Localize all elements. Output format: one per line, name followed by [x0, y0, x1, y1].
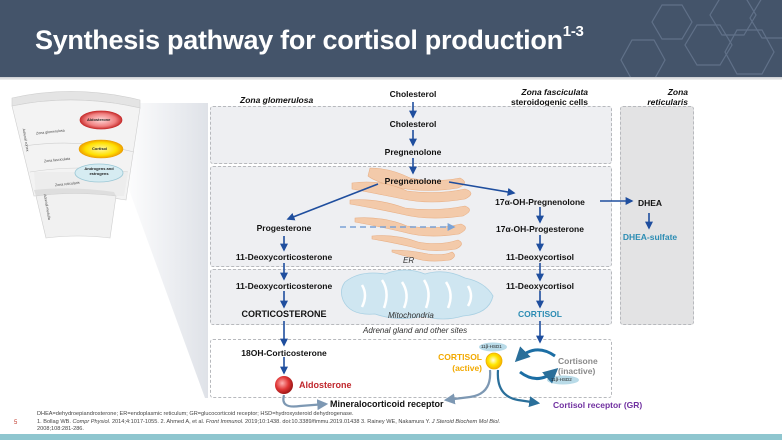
hexagon-pattern-decoration — [620, 0, 782, 77]
deoxycortisol-mito-label: 11-Deoxycortisol — [505, 281, 575, 291]
slide-title: Synthesis pathway for cortisol productio… — [35, 23, 584, 55]
hsd2-label: 11β-HSD2 — [551, 377, 572, 382]
column-header-fasciculata-line2: steroidogenic cells — [511, 97, 588, 107]
references-footnote-line1: 1. Bollag WB. Compr Physiol. 2014;4:1017… — [37, 419, 501, 425]
dhea-sulfate-label: DHEA-sulfate — [622, 232, 678, 242]
aldosterone-label: Aldosterone — [299, 380, 352, 390]
hsd1-label: 11β-HSD1 — [481, 344, 502, 349]
pregnenolone-label-1: Pregnenolone — [384, 147, 442, 157]
gland-aldosterone-label: Aldosterone — [87, 117, 111, 122]
dhea-label: DHEA — [637, 198, 663, 208]
cortisol-molecule-icon — [485, 352, 503, 370]
cortisol-receptor-label: Cortisol receptor (GR) — [553, 400, 643, 410]
mitochondria-label: Mitochondria — [388, 311, 434, 320]
cortisol-active-label-2: (active) — [452, 363, 482, 373]
cortisol-active-label-1: CORTISOL — [438, 352, 482, 362]
abbreviations-footnote: DHEA=dehydroepiandrosterone; ER=endoplas… — [37, 411, 354, 417]
aldosterone-to-mr-arrow — [282, 394, 329, 411]
er-compartment — [210, 166, 612, 267]
header-divider — [0, 77, 782, 80]
cortisol-to-mr-arrow — [443, 369, 492, 405]
aldosterone-zone-ellipse — [79, 110, 123, 130]
cholesterol-top-label: Cholesterol — [389, 89, 437, 99]
deoxycorticosterone-er-label: 11-Deoxycorticosterone — [235, 252, 333, 262]
slide-header: Synthesis pathway for cortisol productio… — [0, 0, 782, 77]
gland-cortisol-label: Cortisol — [92, 146, 108, 151]
footer-bar — [0, 434, 782, 440]
oh-corticosterone-label: 18OH-Corticosterone — [241, 348, 327, 358]
cortisone-label-2: (inactive) — [558, 366, 596, 376]
gland-androgens-label: Androgens and estrogens — [84, 166, 114, 176]
mitochondria-organelle — [341, 269, 494, 320]
column-header-reticularis-line2: reticularis — [647, 97, 688, 107]
projection-beam — [120, 103, 208, 398]
deoxycortisol-er-label: 11-Deoxycortisol — [505, 252, 575, 262]
column-header-fasciculata-line1: Zona fasciculata — [521, 87, 588, 97]
column-header-glomerulosa: Zona glomerulosa — [240, 95, 314, 105]
deoxycorticosterone-mito-label: 11-Deoxycorticosterone — [235, 281, 333, 291]
aldosterone-molecule-icon — [275, 376, 293, 394]
references-footnote-line2: 2008;108:281-286. — [37, 426, 84, 432]
mineralocorticoid-receptor-label: Mineralocorticoid receptor — [330, 399, 444, 409]
oh-progesterone-label: 17α-OH-Progesterone — [496, 224, 584, 234]
cortisol-to-gr-arrow — [496, 369, 541, 408]
oh-pregnenolone-label: 17α-OH-Pregnenolone — [495, 197, 585, 207]
column-header-reticularis-line1: Zona — [667, 87, 688, 97]
cholesterol-label: Cholesterol — [389, 119, 437, 129]
er-label: ER — [403, 256, 415, 265]
title-superscript: 1-3 — [562, 23, 584, 40]
page-number: 5 — [14, 420, 18, 426]
adrenal-other-sites-label: Adrenal gland and other sites — [363, 326, 468, 335]
hsd2-conversion-arrow — [519, 368, 559, 384]
progesterone-label: Progesterone — [256, 223, 312, 233]
cortisol-label: CORTISOL — [518, 309, 562, 319]
hsd1-enzyme-pill — [479, 342, 507, 352]
corticosterone-label: CORTICOSTERONE — [241, 309, 327, 319]
androgens-zone-ellipse — [74, 163, 124, 183]
cortisone-label-1: Cortisone — [558, 356, 598, 366]
hsd1-conversion-arrow — [514, 346, 556, 363]
reticularis-compartment — [620, 106, 694, 325]
pregnenolone-label-2: Pregnenolone — [384, 176, 442, 186]
cortisol-zone-ellipse — [78, 139, 124, 159]
